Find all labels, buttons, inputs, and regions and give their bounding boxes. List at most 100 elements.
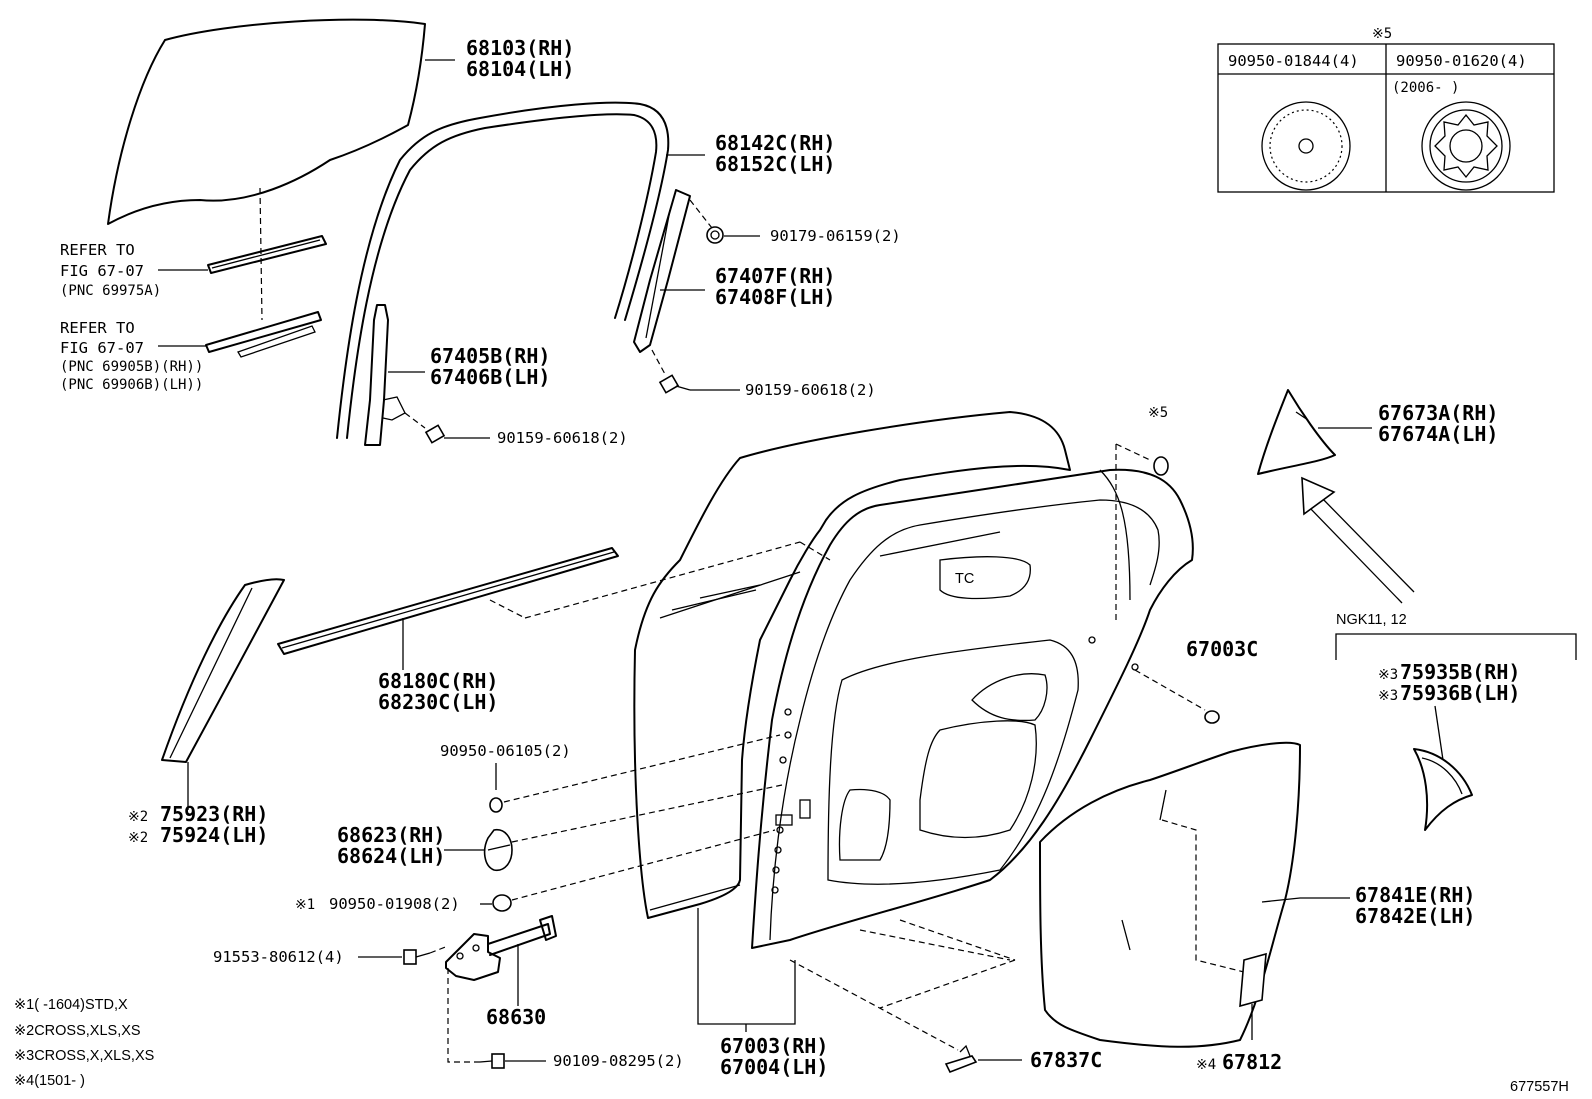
refer-lower-line4: (PNC 69906B)(LH)) [60,377,203,393]
plug-67003c-icon[interactable] [1204,710,1220,724]
table-col2-note: (2006- ) [1392,80,1459,96]
table-note-mark: ※5 [1372,26,1392,42]
leader-hole-cover [1261,897,1350,903]
label-quarter-glass-lh: 67674A(LH) [1378,422,1498,446]
dash-plug-5-a [1115,443,1151,461]
dash-weatherstrip-1 [489,599,526,619]
label-plug-01908: 90950-01908(2) [329,895,460,913]
label-outer-weatherstrip-lh: 68230C(LH) [378,690,498,714]
note-3: ※3CROSS,X,XLS,XS [14,1048,154,1064]
door-check-assembly[interactable] [445,915,557,981]
label-garnish-front-lh: 75936B(LH) [1400,681,1520,705]
ngk-bracket [1335,633,1577,660]
plug-01620-icon[interactable] [1421,101,1511,191]
dash-bolt-90179 [689,199,713,229]
clip-67812-icon[interactable] [1239,952,1267,1008]
plug-06105-icon[interactable] [489,797,503,813]
dash-plug-67003c [1134,669,1206,711]
label-run-channel-rh: 68142C(RH) [715,131,835,155]
label-glass-lh: 68104(LH) [466,57,574,81]
figure-id: 677557H [1510,1079,1569,1095]
label-plug-06105: 90950-06105(2) [440,742,571,760]
garnish-front-mark-rh: ※3 [1378,667,1398,683]
plug-01908-mark: ※1 [295,897,315,913]
note-2: ※2CROSS,XLS,XS [14,1023,141,1039]
pillar-garnish-mark-lh: ※2 [128,830,148,846]
garnish-front-mark-lh: ※3 [1378,688,1398,704]
table-col1-header: 90950-01844(4) [1228,52,1359,70]
door-plug-mark: ※5 [1148,405,1168,421]
ngk-label: NGK11, 12 [1336,612,1407,628]
rear-lower-sash[interactable] [633,189,691,353]
label-bolt-90109: 90109-08295(2) [553,1052,684,1070]
quarter-window-glass[interactable] [1257,389,1336,475]
door-glass[interactable] [107,18,426,225]
label-front-sash-lh: 67406B(LH) [430,365,550,389]
refer-upper-line1: REFER TO [60,241,135,259]
arrow-icon [1301,476,1415,604]
label-bolt-90179: 90179-06159(2) [770,227,901,245]
refer-upper-line2: FIG 67-07 [60,262,144,280]
inner-weatherstrip-upper[interactable] [207,235,327,274]
glass-run-channel[interactable] [336,101,670,439]
front-lower-sash[interactable] [364,304,406,446]
dash-plug-01908 [511,829,776,901]
dash-bolt-90109 [447,968,480,1063]
leader-garnish-front [1434,705,1444,761]
outer-belt-weatherstrip[interactable] [277,547,619,655]
note-4: ※4(1501- ) [14,1073,85,1089]
bolt-90159-upper-icon[interactable] [658,374,691,394]
pillar-garnish[interactable] [161,578,285,763]
refer-lower-line2: FIG 67-07 [60,339,144,357]
label-door-check: 68630 [486,1005,546,1029]
inner-weatherstrip-lower[interactable] [205,311,322,358]
service-hole-cover[interactable] [1039,741,1301,1048]
dash-bolt-90159-lower [404,412,426,429]
bolt-90109-icon[interactable] [479,1053,505,1069]
label-glass-rh: 68103(RH) [466,36,574,60]
pillar-garnish-mark-rh: ※2 [128,809,148,825]
striker-cover-icon[interactable] [483,828,513,872]
label-clip-67837c: 67837C [1030,1048,1102,1072]
label-striker-cover-rh: 68623(RH) [337,823,445,847]
label-rear-sash-rh: 67407F(RH) [715,264,835,288]
dash-bolt-91553 [429,945,449,954]
label-front-sash-rh: 67405B(RH) [430,344,550,368]
plug-01908-icon[interactable] [492,894,512,912]
door-marks-text: TC [955,571,974,587]
label-run-channel-lh: 68152C(LH) [715,152,835,176]
label-hole-cover-rh: 67841E(RH) [1355,883,1475,907]
clip-67812-mark: ※4 [1196,1057,1216,1073]
label-outer-weatherstrip-rh: 68180C(RH) [378,669,498,693]
glass-dash-line [259,187,263,321]
label-door-panel-lh: 67004(LH) [720,1055,828,1079]
label-clip-67812: 67812 [1222,1050,1282,1074]
door-bottom-leaders [697,908,796,1032]
label-rear-sash-lh: 67408F(LH) [715,285,835,309]
dash-clip-67812 [1161,819,1245,973]
label-hole-cover-lh: 67842E(LH) [1355,904,1475,928]
plug-01844-icon[interactable] [1261,101,1351,191]
label-bolt-90159-upper: 90159-60618(2) [745,381,876,399]
label-striker-cover-lh: 68624(LH) [337,844,445,868]
clip-67837c-icon[interactable] [944,1044,978,1074]
label-bolt-91553: 91553-80612(4) [213,948,344,966]
label-plug-67003c: 67003C [1186,637,1258,661]
label-bolt-90159-lower: 90159-60618(2) [497,429,628,447]
label-pillar-garnish-rh: 75923(RH) [160,802,268,826]
plug-table [1217,43,1555,193]
bolt-90179-icon[interactable] [706,226,724,244]
refer-lower-line3: (PNC 69905B)(RH)) [60,359,203,375]
front-garnish-piece[interactable] [1413,748,1473,831]
label-pillar-garnish-lh: 75924(LH) [160,823,268,847]
bolt-91553-icon[interactable] [403,949,431,965]
dash-striker-cover [511,784,783,843]
label-quarter-glass-rh: 67673A(RH) [1378,401,1498,425]
label-garnish-front-rh: 75935B(RH) [1400,660,1520,684]
plug-5-icon[interactable] [1153,456,1169,476]
rear-door-panel[interactable]: TC [633,411,1194,949]
refer-lower-line1: REFER TO [60,319,135,337]
dash-weatherstrip-3 [799,541,831,561]
bolt-90159-lower-icon[interactable] [424,424,446,444]
